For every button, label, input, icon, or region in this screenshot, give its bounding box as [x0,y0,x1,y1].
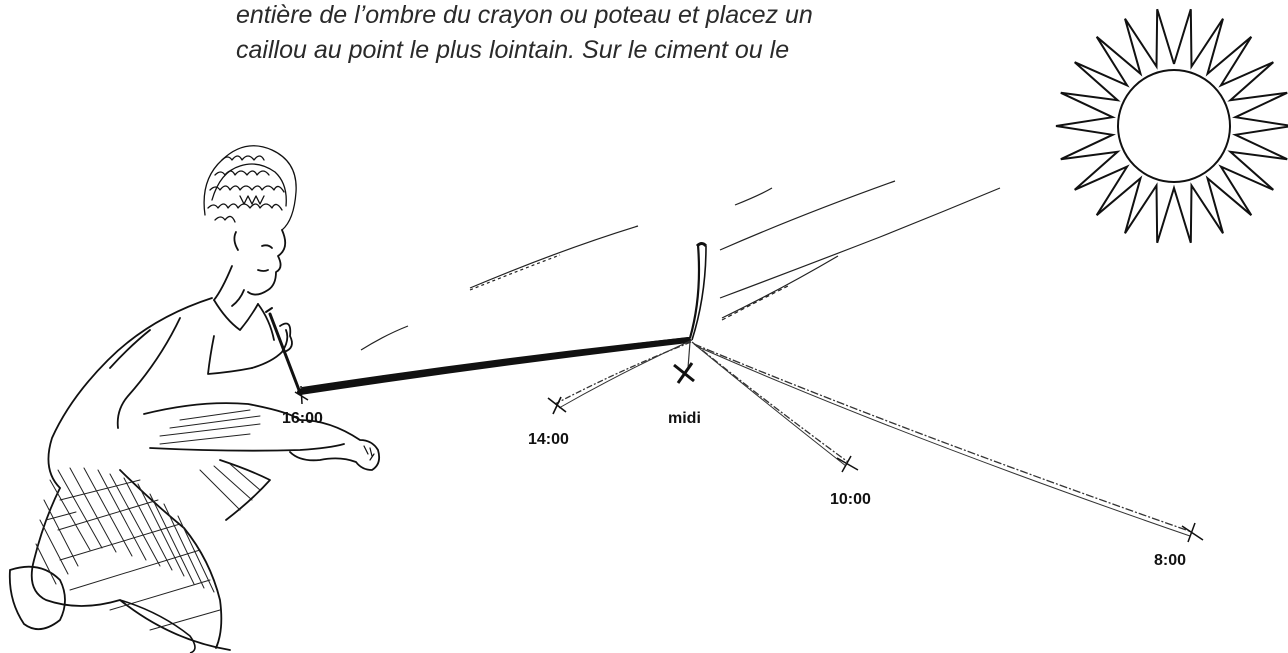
person-foot [8,565,66,630]
pencil [268,312,301,392]
shadow-line-1000 [691,341,849,463]
person-pants-hatching [35,409,261,631]
person-leg-outline [119,469,223,649]
person-collar-v [213,299,259,331]
stick-top [695,242,708,248]
body-text-line-1: entière de l’ombre du crayon ou poteau e… [236,1,813,29]
person-hand [279,322,293,353]
shadow-line-1600 [297,337,691,395]
ray-streak [721,284,791,321]
shoe-icon [119,599,196,653]
time-label-1600: 16:00 [282,410,323,427]
time-label-1000: 10:00 [830,491,871,508]
person-leg-outline [30,487,231,651]
ray-streak [721,255,839,319]
shadow-line-800 [693,343,1193,533]
sun-rays [1055,8,1288,244]
marker-x-midi [673,362,695,384]
light-ray-streaks [360,180,1001,351]
ray-streak [469,225,639,289]
person-hair [203,145,297,231]
person-ear [233,231,239,251]
ray-streak [719,180,896,251]
person-back [47,297,213,489]
time-label-midi: midi [668,410,701,427]
time-label-800: 8:00 [1154,552,1187,569]
person-collar [231,289,245,307]
sun-disc [1117,69,1231,183]
markers [294,362,1204,543]
sun-ray-zigzag [1055,8,1288,244]
person-lower-arm [143,402,301,421]
stick [688,242,708,341]
stick-left-edge [688,244,701,339]
person-lower-arm-under [149,443,345,452]
person-forearm [251,329,289,369]
shadow-line-1000-edge [693,343,847,467]
ray-streak [719,187,1001,299]
body-text-line-2: caillou au point le plus lointain. Sur l… [236,36,790,64]
person-face [247,229,287,296]
person-knee-outline [219,459,271,521]
person-eye [261,244,273,249]
person-chest [257,303,275,341]
marker-x-1600 [294,385,309,405]
shadow-line-1400-edge [558,339,693,409]
sun-icon [1055,8,1288,244]
shadow-lines [297,337,1193,537]
marker-x-1400 [547,396,567,415]
person-drawing [8,145,381,651]
pencil-tip [265,307,273,313]
shadow-line-1600-edge [301,337,691,389]
ray-streak [360,325,409,351]
person-neck [213,265,233,301]
person-sleeve [207,335,253,375]
shadow-line-800-edge [695,345,1191,537]
shadow-line-midi [687,341,691,369]
ray-streak [469,254,561,291]
person-fingers [363,445,375,461]
person-shirt-fold [109,329,151,369]
marker-x-1000 [836,455,859,473]
person-shirt-fold [116,317,181,429]
time-label-1400: 14:00 [528,431,569,448]
person-hand-knee [289,419,381,471]
ray-streak [734,187,773,206]
marker-x-800 [1181,522,1204,543]
stick-right-edge [691,245,707,341]
person-mouth [257,269,269,272]
